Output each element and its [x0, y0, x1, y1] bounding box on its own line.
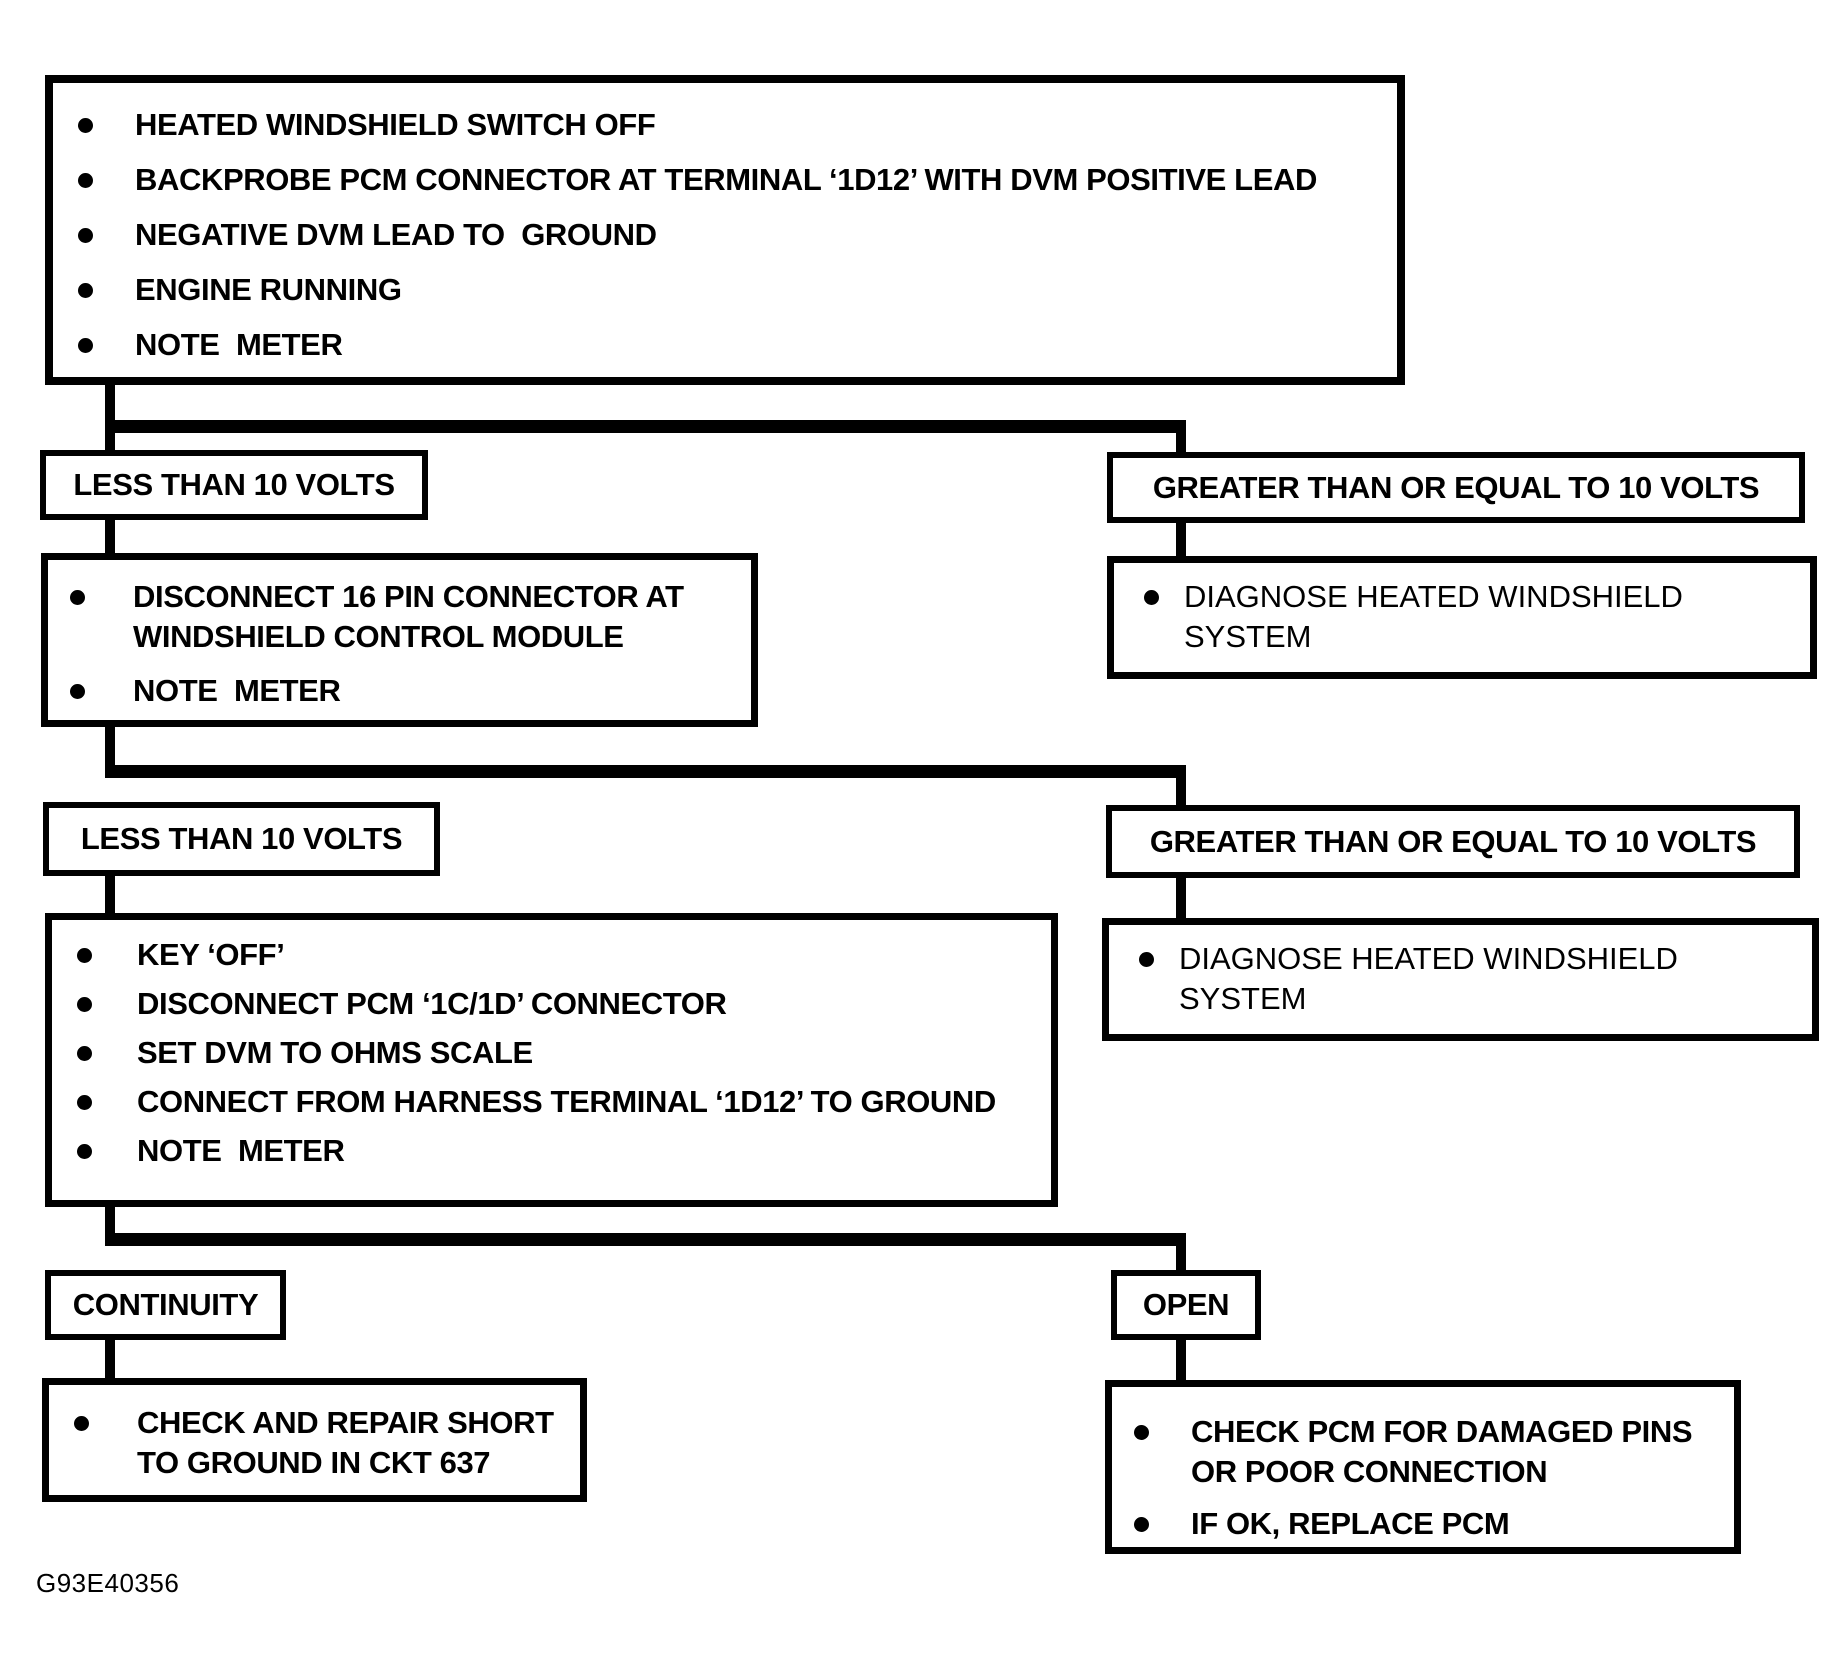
- label-box-less-than-10-volts-2: LESS THAN 10 VOLTS: [43, 802, 440, 876]
- bullet-icon: [1144, 590, 1159, 605]
- label-box-less-than-10-volts-1: LESS THAN 10 VOLTS: [40, 450, 428, 520]
- branch-label: LESS THAN 10 VOLTS: [80, 821, 403, 856]
- bullet-text: ENGINE RUNNING: [135, 272, 402, 307]
- branch-label: LESS THAN 10 VOLTS: [73, 467, 395, 502]
- bullet-icon: [1139, 952, 1154, 967]
- branch-label: GREATER THAN OR EQUAL TO 10 VOLTS: [1149, 823, 1757, 859]
- connector-line: [1176, 1233, 1186, 1273]
- list-item: NEGATIVE DVM LEAD TO GROUND: [78, 215, 1397, 255]
- bullet-list: CHECK PCM FOR DAMAGED PINS OR POOR CONNE…: [1112, 1387, 1734, 1544]
- bullet-icon: [78, 338, 93, 353]
- list-item: KEY ‘OFF’: [77, 935, 1051, 975]
- step-box-key-off-ohms-check: KEY ‘OFF’ DISCONNECT PCM ‘1C/1D’ CONNECT…: [45, 913, 1058, 1207]
- list-item: HEATED WINDSHIELD SWITCH OFF: [78, 105, 1397, 145]
- bullet-text: CHECK AND REPAIR SHORT TO GROUND IN CKT …: [137, 1405, 562, 1480]
- list-item: NOTE METER: [70, 671, 751, 711]
- bullet-text: CHECK PCM FOR DAMAGED PINS OR POOR CONNE…: [1191, 1414, 1701, 1489]
- list-item: CHECK PCM FOR DAMAGED PINS OR POOR CONNE…: [1134, 1412, 1734, 1492]
- branch-label: OPEN: [1142, 1287, 1230, 1322]
- step-box-diagnose-heated-windshield-2: DIAGNOSE HEATED WINDSHIELD SYSTEM: [1102, 918, 1819, 1041]
- connector-line: [1176, 420, 1186, 455]
- connector-line: [1176, 765, 1186, 808]
- bullet-text: DISCONNECT PCM ‘1C/1D’ CONNECTOR: [137, 986, 727, 1021]
- bullet-icon: [70, 684, 85, 699]
- bullet-icon: [77, 1046, 92, 1061]
- bullet-icon: [77, 948, 92, 963]
- bullet-text: NEGATIVE DVM LEAD TO GROUND: [135, 217, 657, 252]
- bullet-text: HEATED WINDSHIELD SWITCH OFF: [135, 107, 656, 142]
- label-box-continuity: CONTINUITY: [45, 1270, 286, 1340]
- branch-bar-3: [105, 1233, 1186, 1246]
- bullet-icon: [77, 1144, 92, 1159]
- branch-bar-1: [105, 420, 1186, 433]
- step-box-diagnose-heated-windshield-1: DIAGNOSE HEATED WINDSHIELD SYSTEM: [1107, 556, 1817, 679]
- list-item: DIAGNOSE HEATED WINDSHIELD SYSTEM: [1144, 577, 1810, 657]
- connector-line: [1176, 876, 1186, 921]
- list-item: CHECK AND REPAIR SHORT TO GROUND IN CKT …: [74, 1403, 580, 1483]
- label-box-greater-equal-10-volts-2: GREATER THAN OR EQUAL TO 10 VOLTS: [1106, 805, 1800, 878]
- bullet-text: KEY ‘OFF’: [137, 937, 285, 972]
- bullet-text: BACKPROBE PCM CONNECTOR AT TERMINAL ‘1D1…: [135, 162, 1317, 197]
- list-item: NOTE METER: [77, 1131, 1051, 1171]
- bullet-icon: [78, 283, 93, 298]
- connector-line: [105, 383, 115, 452]
- step-box-check-pcm: CHECK PCM FOR DAMAGED PINS OR POOR CONNE…: [1105, 1380, 1741, 1554]
- bullet-list: DISCONNECT 16 PIN CONNECTOR AT WINDSHIEL…: [48, 560, 751, 711]
- connector-line: [1176, 1338, 1186, 1383]
- bullet-icon: [78, 118, 93, 133]
- bullet-list: DIAGNOSE HEATED WINDSHIELD SYSTEM: [1114, 563, 1810, 657]
- label-box-open: OPEN: [1111, 1270, 1261, 1340]
- bullet-list: CHECK AND REPAIR SHORT TO GROUND IN CKT …: [49, 1385, 580, 1483]
- connector-line: [105, 518, 115, 556]
- bullet-icon: [70, 590, 85, 605]
- list-item: DIAGNOSE HEATED WINDSHIELD SYSTEM: [1139, 939, 1812, 1019]
- list-item: DISCONNECT 16 PIN CONNECTOR AT WINDSHIEL…: [70, 577, 751, 657]
- bullet-icon: [78, 173, 93, 188]
- bullet-text: NOTE METER: [133, 673, 341, 708]
- connector-line: [105, 725, 115, 778]
- bullet-text: DIAGNOSE HEATED WINDSHIELD SYSTEM: [1179, 941, 1687, 1016]
- list-item: CONNECT FROM HARNESS TERMINAL ‘1D12’ TO …: [77, 1082, 1051, 1122]
- list-item: NOTE METER: [78, 325, 1397, 365]
- bullet-icon: [78, 228, 93, 243]
- connector-line: [105, 874, 115, 916]
- list-item: DISCONNECT PCM ‘1C/1D’ CONNECTOR: [77, 984, 1051, 1024]
- bullet-icon: [77, 997, 92, 1012]
- bullet-text: CONNECT FROM HARNESS TERMINAL ‘1D12’ TO …: [137, 1084, 996, 1119]
- bullet-text: NOTE METER: [137, 1133, 345, 1168]
- figure-id-label: G93E40356: [36, 1568, 180, 1598]
- connector-line: [105, 1205, 115, 1246]
- branch-label: GREATER THAN OR EQUAL TO 10 VOLTS: [1152, 469, 1760, 505]
- step-box-disconnect-16pin: DISCONNECT 16 PIN CONNECTOR AT WINDSHIEL…: [41, 553, 758, 727]
- bullet-text: DIAGNOSE HEATED WINDSHIELD SYSTEM: [1184, 579, 1692, 654]
- connector-line: [105, 1338, 115, 1381]
- connector-line: [1176, 521, 1186, 559]
- bullet-icon: [74, 1416, 89, 1431]
- list-item: ENGINE RUNNING: [78, 270, 1397, 310]
- list-item: IF OK, REPLACE PCM: [1134, 1504, 1734, 1544]
- bullet-list: HEATED WINDSHIELD SWITCH OFF BACKPROBE P…: [53, 83, 1397, 365]
- bullet-icon: [77, 1095, 92, 1110]
- label-box-greater-equal-10-volts-1: GREATER THAN OR EQUAL TO 10 VOLTS: [1107, 452, 1805, 523]
- bullet-text: DISCONNECT 16 PIN CONNECTOR AT WINDSHIEL…: [133, 579, 692, 654]
- step-box-repair-short-ckt637: CHECK AND REPAIR SHORT TO GROUND IN CKT …: [42, 1378, 587, 1502]
- step-box-initial-conditions: HEATED WINDSHIELD SWITCH OFF BACKPROBE P…: [45, 75, 1405, 385]
- bullet-list: KEY ‘OFF’ DISCONNECT PCM ‘1C/1D’ CONNECT…: [52, 920, 1051, 1171]
- bullet-text: NOTE METER: [135, 327, 343, 362]
- bullet-icon: [1134, 1425, 1149, 1440]
- list-item: BACKPROBE PCM CONNECTOR AT TERMINAL ‘1D1…: [78, 160, 1397, 200]
- bullet-icon: [1134, 1517, 1149, 1532]
- list-item: SET DVM TO OHMS SCALE: [77, 1033, 1051, 1073]
- bullet-list: DIAGNOSE HEATED WINDSHIELD SYSTEM: [1109, 925, 1812, 1019]
- bullet-text: SET DVM TO OHMS SCALE: [137, 1035, 533, 1070]
- branch-label: CONTINUITY: [72, 1287, 259, 1322]
- branch-bar-2: [105, 765, 1186, 778]
- bullet-text: IF OK, REPLACE PCM: [1191, 1506, 1510, 1541]
